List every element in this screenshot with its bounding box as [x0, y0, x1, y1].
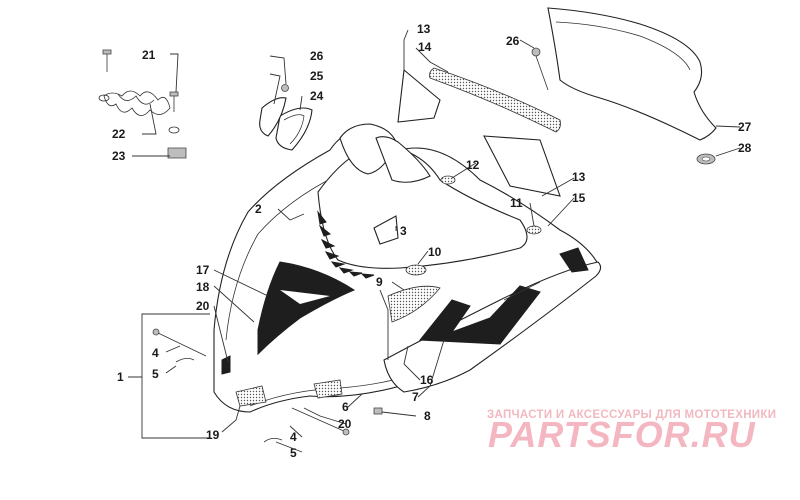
callout-7: 7 — [412, 390, 419, 404]
callout-5-upper: 5 — [152, 367, 159, 381]
callout-13-lower: 13 — [572, 170, 586, 184]
callout-4-upper: 4 — [152, 346, 159, 360]
callout-18: 18 — [196, 280, 210, 294]
vent-24 — [275, 107, 313, 151]
callout-10: 10 — [428, 245, 442, 259]
callout-17: 17 — [196, 263, 210, 277]
vent-25 — [259, 97, 287, 137]
callout-16: 16 — [420, 373, 434, 387]
trim-strip-14 — [429, 67, 561, 133]
callout-23: 23 — [112, 149, 126, 163]
windshield — [547, 7, 717, 141]
bumper-rod-upper — [152, 328, 207, 357]
callout-3: 3 — [400, 224, 407, 238]
lens-3 — [373, 215, 399, 245]
pin-5-upper — [175, 358, 195, 363]
callouts: 1 2 3 4 5 4 5 6 7 8 9 10 11 12 13 13 14 … — [112, 22, 752, 460]
callout-20-upper: 20 — [196, 299, 210, 313]
callout-27: 27 — [738, 120, 752, 134]
callout-24: 24 — [310, 89, 324, 103]
callout-6: 6 — [342, 400, 349, 414]
front-decal-17 — [257, 261, 356, 356]
callout-25: 25 — [310, 69, 324, 83]
callout-15: 15 — [572, 191, 586, 205]
callout-11: 11 — [510, 196, 523, 210]
bumper-rod-lower — [291, 407, 350, 436]
callout-13-upper: 13 — [417, 22, 431, 36]
callout-1: 1 — [117, 370, 124, 384]
watermark: ЗАПЧАСТИ И АКСЕССУАРЫ ДЛЯ МОТОТЕХНИКИ PA… — [487, 409, 776, 455]
deflector-12-13 — [483, 135, 561, 197]
callout-5-lower: 5 — [290, 446, 297, 460]
clip-23 — [167, 147, 187, 159]
lower-lights — [221, 355, 343, 407]
watermark-logo: PARTSFOR.RU — [488, 414, 756, 455]
callout-20-lower: 20 — [338, 417, 352, 431]
vent-louvers — [317, 210, 375, 279]
badge-10 — [405, 264, 427, 276]
callout-14: 14 — [418, 40, 432, 54]
callout-2: 2 — [255, 202, 262, 216]
callout-8: 8 — [424, 409, 431, 423]
hood-cowl — [339, 123, 431, 183]
callout-4-lower: 4 — [290, 430, 297, 444]
callout-9: 9 — [376, 275, 383, 289]
screw-26-left — [281, 84, 289, 92]
callout-12: 12 — [466, 158, 480, 172]
callout-21: 21 — [142, 48, 156, 62]
callout-22: 22 — [112, 127, 126, 141]
washer-28 — [696, 153, 716, 165]
pin-5-lower — [263, 438, 283, 443]
screw-21-a — [102, 49, 112, 72]
badge-12 — [440, 175, 456, 185]
callout-28: 28 — [738, 141, 752, 155]
deflector-13-upper — [397, 68, 441, 123]
coiled-cable-22 — [98, 90, 180, 134]
watermark-tagline: ЗАПЧАСТИ И АКСЕССУАРЫ ДЛЯ МОТОТЕХНИКИ — [487, 409, 776, 421]
callout-19: 19 — [206, 428, 220, 442]
leader-lines — [128, 29, 741, 453]
callout-26-left: 26 — [310, 49, 324, 63]
screw-21-b — [169, 91, 179, 112]
badge-11 — [526, 225, 542, 235]
screw-26-right — [531, 47, 549, 91]
callout-26-right: 26 — [506, 34, 520, 48]
fastener-8 — [373, 407, 383, 415]
